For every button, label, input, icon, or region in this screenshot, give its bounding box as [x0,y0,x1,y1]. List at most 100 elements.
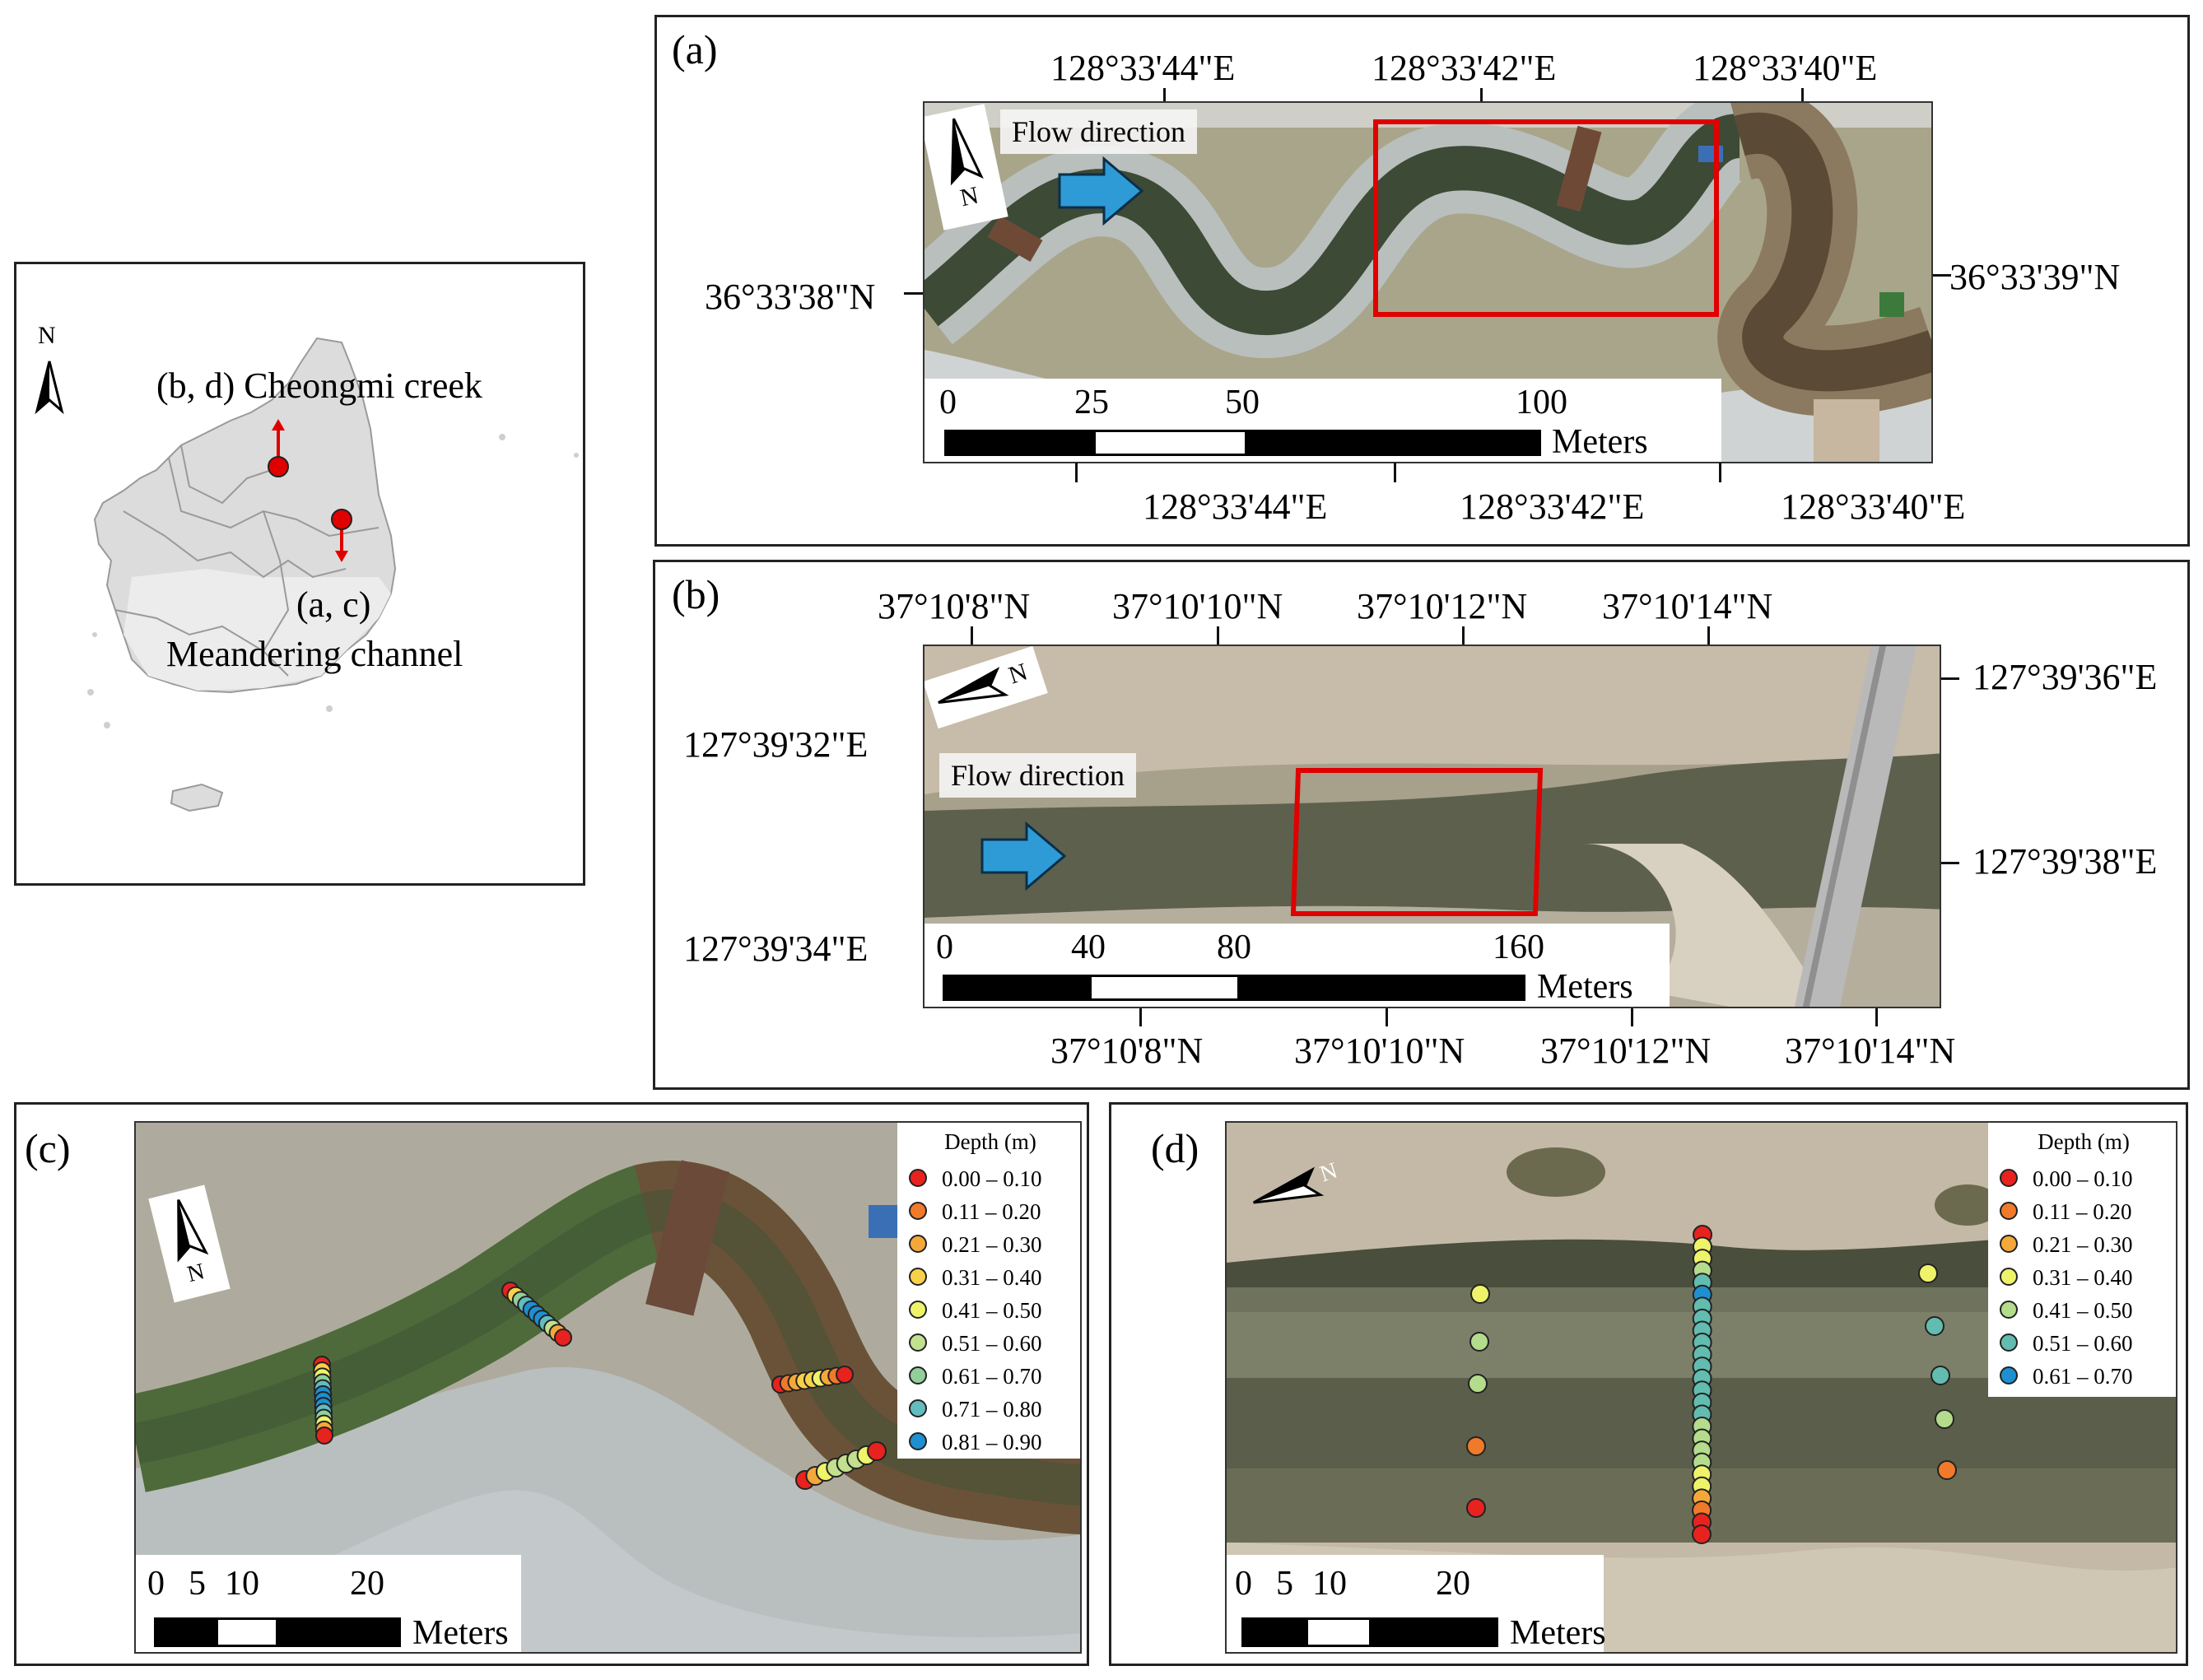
panel-b-scale-bar: 0 40 80 160 Meters [925,924,1670,1007]
panel-d-scale-tick-1: 5 [1276,1565,1293,1603]
legend-swatch-3 [909,1268,927,1286]
panel-a-top-coord-2: 128°33'42"E [1372,48,1557,88]
panel-b-bottom-coord-1: 37°10'8"N [1050,1031,1204,1071]
panel-a-scale-tick-2: 50 [1225,384,1260,421]
overview-map-panel: N (b, d) Cheongmi creek (a, c) Meanderin… [14,262,585,886]
panel-b-bottom-coord-4: 37°10'14"N [1785,1031,1956,1071]
panel-d-label: (d) [1151,1125,1199,1171]
panel-c-scale-tick-2: 10 [225,1565,259,1603]
panel-b-top-coord-3: 37°10'12"N [1357,586,1528,626]
panel-a-bottom-coord-1: 128°33'44"E [1143,486,1328,527]
depth-point [1935,1409,1954,1429]
panel-b-scale-tick-0: 0 [936,928,953,966]
legend-swatch-1 [2000,1202,2018,1220]
panel-a-scale-tick-0: 0 [939,384,957,421]
panel-a-scale-tick-3: 100 [1516,384,1567,421]
legend-swatch-6 [2000,1366,2018,1384]
depth-point [1692,1524,1712,1544]
panel-b: (b) 37°10'8"N 37°10'10"N 37°10'12"N 37°1… [653,560,2190,1090]
legend-swatch-2 [909,1235,927,1253]
korea-map [35,337,579,812]
north-arrow-icon [938,667,1009,705]
panel-c-scale-tick-3: 20 [350,1565,384,1603]
panel-d-depth-points [1466,1225,1957,1544]
panel-a-bottom-coord-2: 128°33'42"E [1460,486,1645,527]
legend-swatch-1 [909,1202,927,1220]
panel-c-legend-title: Depth (m) [944,1129,1036,1154]
panel-d-scale-unit: Meters [1510,1614,1606,1652]
panel-a-scale-bar: 0 25 50 100 Meters [925,379,1721,462]
depth-point [554,1329,572,1347]
legend-swatch-0 [2000,1169,2018,1187]
depth-point [836,1366,854,1384]
depth-point [1469,1332,1489,1352]
panel-b-aerial-image: N Flow direction 0 40 80 160 Meters [923,645,1941,1008]
panel-b-top-coord-1: 37°10'8"N [878,586,1031,626]
panel-a-right-coord: 36°33'39"N [1949,257,2121,297]
panel-c-legend: Depth (m) 0.00 – 0.10 0.11 – 0.20 0.21 –… [897,1123,1080,1459]
depth-point [867,1441,887,1461]
panel-b-scale-tick-2: 80 [1217,928,1251,966]
depth-point [1931,1366,1950,1385]
panel-b-flow-label: Flow direction [939,753,1136,798]
flow-arrow-icon [980,821,1067,891]
panel-c-scale-tick-0: 0 [147,1565,165,1603]
site-marker-meandering [331,509,352,530]
panel-d-legend: Depth (m) 0.00 – 0.10 0.11 – 0.20 0.21 –… [1988,1123,2176,1397]
legend-swatch-4 [2000,1301,2018,1319]
depth-point [1466,1436,1486,1456]
panel-b-bottom-coord-3: 37°10'12"N [1540,1031,1712,1071]
panel-b-right-coord-2: 127°39'38"E [1972,841,2158,882]
legend-swatch-2 [2000,1235,2018,1253]
site-label-cheongmi: (b, d) Cheongmi creek [156,365,482,406]
panel-c-north-arrow: N [148,1184,231,1303]
panel-b-scale-tick-3: 160 [1493,928,1544,966]
panel-b-study-area-box [1290,768,1544,916]
panel-d-aerial-image: N Depth (m) 0.00 – 0.10 0.11 – 0.20 0.21… [1225,1121,2177,1654]
north-arrow-icon [950,118,984,186]
panel-c-aerial-image: N Depth (m) 0.00 – 0.10 0.11 – 0.20 0.21… [134,1121,1082,1654]
legend-swatch-6 [909,1366,927,1384]
panel-c-scale-unit: Meters [412,1614,509,1652]
panel-b-top-coord-4: 37°10'14"N [1602,586,1773,626]
site-marker-cheongmi [268,456,289,477]
panel-c-scale-tick-1: 5 [189,1565,206,1603]
panel-a-top-coord-1: 128°33'44"E [1050,48,1236,88]
legend-swatch-3 [2000,1268,2018,1286]
panel-b-label: (b) [672,571,720,617]
panel-b-scale-tick-1: 40 [1071,928,1106,966]
flow-arrow-icon [1058,156,1144,226]
overview-north-label: N [38,322,56,349]
legend-swatch-0 [909,1169,927,1187]
panel-c-depth-points [313,1282,887,1490]
panel-a-aerial-image: N Flow direction 0 25 50 100 Meters [923,101,1933,463]
site-label-meandering: Meandering channel [166,634,463,674]
panel-a-left-coord: 36°33'38"N [705,277,876,317]
panel-a-top-coord-3: 128°33'40"E [1693,48,1878,88]
panel-a-study-area-box [1373,119,1719,317]
legend-swatch-8 [909,1432,927,1450]
depth-point [1925,1316,1945,1336]
site-label-meandering-id: (a, c) [296,584,371,625]
depth-point [1466,1498,1486,1518]
panel-b-left-coord-1: 127°39'32"E [683,724,869,765]
panel-d-legend-title: Depth (m) [2038,1129,2130,1154]
panel-a-bottom-coord-3: 128°33'40"E [1781,486,1966,527]
panel-a-label: (a) [672,26,718,72]
depth-point [1937,1460,1957,1480]
panel-d-scale-tick-0: 0 [1235,1565,1252,1603]
panel-a-flow-label: Flow direction [1000,109,1197,154]
north-arrow-icon [1252,1166,1325,1204]
panel-c: (c) N Depth (m) 0.00 – 0.10 0.11 – 0.2 [14,1102,1089,1666]
north-arrow-icon [177,1198,209,1263]
panel-c-label: (c) [25,1125,71,1171]
panel-a-north-arrow: N [925,104,1008,230]
panel-b-top-coord-2: 37°10'10"N [1112,586,1283,626]
depth-point [1470,1284,1490,1304]
panel-b-left-coord-2: 127°39'34"E [683,928,869,969]
panel-d-scale-tick-3: 20 [1436,1565,1470,1603]
legend-swatch-5 [2000,1333,2018,1352]
panel-d: (d) N Depth (m) 0.00 – 0.10 0.11 – 0 [1109,1102,2188,1666]
legend-swatch-5 [909,1333,927,1352]
panel-a-scale-tick-1: 25 [1074,384,1109,421]
